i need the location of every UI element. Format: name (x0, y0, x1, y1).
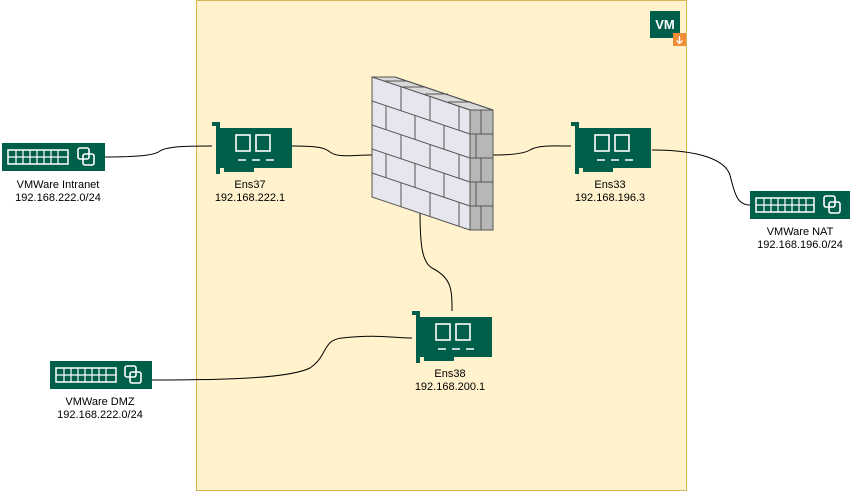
network-card-ens33-icon (571, 122, 651, 174)
switch-intranet-icon (2, 143, 105, 171)
link-dmz-ens38 (151, 335, 413, 381)
network-name: VMWare DMZ (65, 396, 135, 408)
network-name: VMWare NAT (766, 226, 834, 238)
network-card-ens37-icon (212, 122, 292, 174)
switch-nat-icon (750, 191, 850, 219)
network-subnet: 192.168.222.0/24 (15, 192, 101, 204)
switch-dmz-icon (50, 361, 152, 389)
vm-badge-label: VM (655, 17, 675, 32)
interface-ip: 192.168.196.3 (574, 192, 646, 204)
interface-label-ens33: Ens33 192.168.196.3 (560, 179, 660, 205)
link-firewall-ens33 (492, 145, 572, 156)
interface-name: Ens37 (234, 179, 266, 191)
interface-name: Ens38 (434, 368, 466, 380)
link-ens37-firewall (291, 145, 373, 157)
network-card-ens38-icon (412, 311, 492, 363)
interface-label-ens37: Ens37 192.168.222.1 (200, 179, 300, 205)
network-subnet: 192.168.196.0/24 (757, 239, 843, 251)
link-ens33-nat (651, 149, 751, 206)
network-subnet: 192.168.222.0/24 (57, 409, 143, 421)
interface-label-ens38: Ens38 192.168.200.1 (400, 368, 500, 394)
network-label-nat: VMWare NAT 192.168.196.0/24 (744, 226, 851, 252)
link-intranet-ens37 (104, 145, 213, 158)
vm-container (196, 0, 687, 491)
link-firewall-ens38 (419, 209, 453, 312)
network-label-intranet: VMWare Intranet 192.168.222.0/24 (2, 179, 114, 205)
interface-ip: 192.168.200.1 (414, 381, 486, 393)
vm-badge: VM (650, 11, 686, 46)
network-label-dmz: VMWare DMZ 192.168.222.0/24 (44, 396, 156, 422)
interface-ip: 192.168.222.1 (214, 192, 286, 204)
network-name: VMWare Intranet (16, 179, 100, 191)
firewall-icon (371, 76, 494, 231)
interface-name: Ens33 (594, 179, 626, 191)
